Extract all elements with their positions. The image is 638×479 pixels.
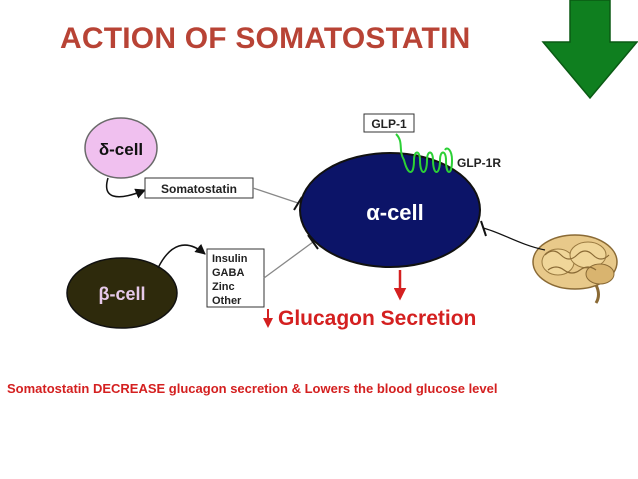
alpha-cell-node: α-cell (299, 152, 481, 268)
slide-caption: Somatostatin DECREASE glucagon secretion… (7, 381, 498, 396)
beta-to-products-arrow (157, 243, 206, 269)
slide-title: ACTION OF SOMATOSTATIN (60, 22, 471, 55)
glp1-box: GLP-1 (363, 113, 415, 133)
beta-cell-label: β-cell (98, 284, 145, 304)
brain-inhibition-line (482, 227, 546, 251)
somatostatin-box-label: Somatostatin (161, 182, 237, 196)
beta-products-box: Insulin GABA Zinc Other (206, 248, 265, 308)
products-inhibition-bar (307, 234, 319, 250)
beta-product-insulin: Insulin (212, 253, 248, 265)
green-down-arrow-icon (541, 0, 638, 100)
beta-product-other: Other (212, 295, 242, 307)
beta-product-gaba: GABA (212, 267, 244, 279)
brain-icon (532, 234, 618, 304)
glucagon-secretion-label: Glucagon Secretion (278, 307, 476, 330)
glp1r-label: GLP-1R (457, 156, 501, 170)
alpha-cell-label: α-cell (366, 200, 424, 225)
beta-product-zinc: Zinc (212, 281, 235, 293)
somatostatin-box: Somatostatin (144, 177, 254, 199)
products-inhibition-line (263, 241, 314, 279)
beta-cell-node: β-cell (66, 257, 178, 329)
glp1-receptor-icon (395, 133, 454, 173)
brain-inhibition-bar (480, 220, 487, 237)
somatostatin-inhibition-line (252, 187, 299, 204)
delta-cell-label: δ-cell (99, 140, 143, 159)
delta-cell-node: δ-cell (84, 117, 158, 179)
glp1-label: GLP-1 (371, 117, 407, 131)
delta-to-somatostatin-arrow (105, 177, 146, 199)
